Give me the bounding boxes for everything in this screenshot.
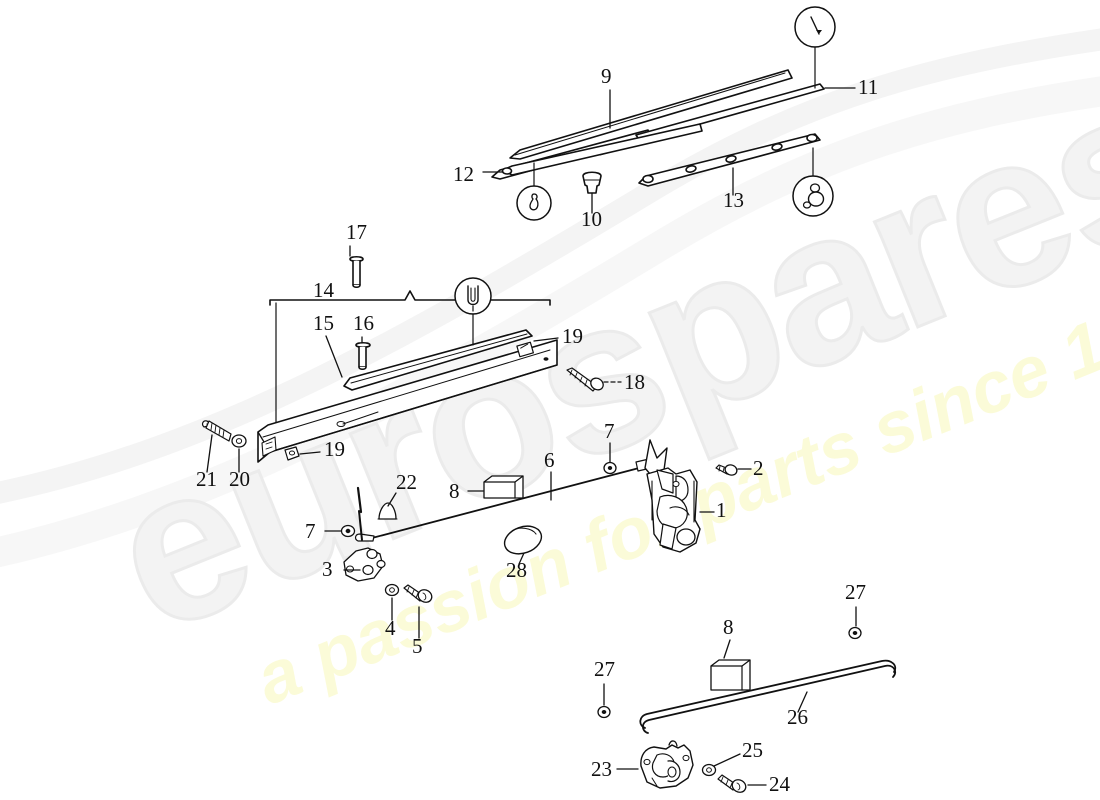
part-label-22: 22 [396,470,417,494]
washer-25 [701,763,717,777]
part-label-18: 18 [624,370,645,394]
bolt-17 [349,255,364,289]
clip-27-left [597,705,611,719]
part-label-11: 11 [858,75,879,99]
trim-strip-12 [501,123,703,176]
part-label-8: 8 [449,479,460,503]
part-label-16: 16 [353,311,374,335]
screw-18 [566,367,604,392]
clip-symbol-callout-right [792,147,834,217]
part-label-28: 28 [506,558,527,582]
rod-6 [354,458,652,542]
part-label-1: 1 [716,498,727,522]
screw-2 [715,464,738,476]
clip-27-right [848,626,862,640]
part-label-12: 12 [453,162,474,186]
part-label-23: 23 [591,757,612,781]
part-label-24: 24 [769,772,790,796]
part-label-2: 2 [753,456,764,480]
rubber-bump-22 [377,502,398,520]
part-label-13: 13 [723,188,744,212]
part-label-27b: 27 [594,657,615,681]
part-label-27: 27 [845,580,866,604]
striker-23 [640,740,694,789]
part-label-3: 3 [322,557,333,581]
part-label-7b: 7 [604,419,615,443]
part-label-20: 20 [229,467,250,491]
rod-26 [639,659,897,734]
washer-20 [231,434,247,448]
part-label-5: 5 [412,634,423,658]
screw-21 [201,420,232,442]
bolt-16 [355,341,371,371]
part-label-6: 6 [544,448,555,472]
part-label-21: 21 [196,467,217,491]
leader-lines [206,87,857,786]
part-label-19: 19 [562,324,583,348]
nut-7-left [340,524,356,538]
part-label-7: 7 [305,519,316,543]
screw-24 [717,774,747,793]
bracket-14 [269,290,551,306]
part-label-9: 9 [601,64,612,88]
block-8-lower [710,659,751,691]
push-clip-10 [582,171,602,194]
block-8-upper [483,475,524,499]
part-label-10: 10 [581,207,602,231]
part-label-17: 17 [346,220,367,244]
part-label-4: 4 [385,616,396,640]
screw-5 [403,584,433,603]
lock-assembly-1 [644,439,701,553]
part-label-8b: 8 [723,615,734,639]
pin-symbol-callout [794,6,836,89]
part-label-25: 25 [742,738,763,762]
sill-panel [257,339,558,463]
nut-clip-19b [284,446,300,461]
part-label-19b: 19 [324,437,345,461]
grommet-28 [503,525,543,555]
part-label-14: 14 [313,278,334,302]
spring-clip-symbol-callout [454,277,492,346]
washer-4 [384,583,400,597]
sill-rail-15 [343,329,533,391]
part-label-15: 15 [313,311,334,335]
trim-strip-13 [638,133,821,187]
clip-symbol-callout-left [516,162,552,221]
part-label-26: 26 [787,705,808,729]
